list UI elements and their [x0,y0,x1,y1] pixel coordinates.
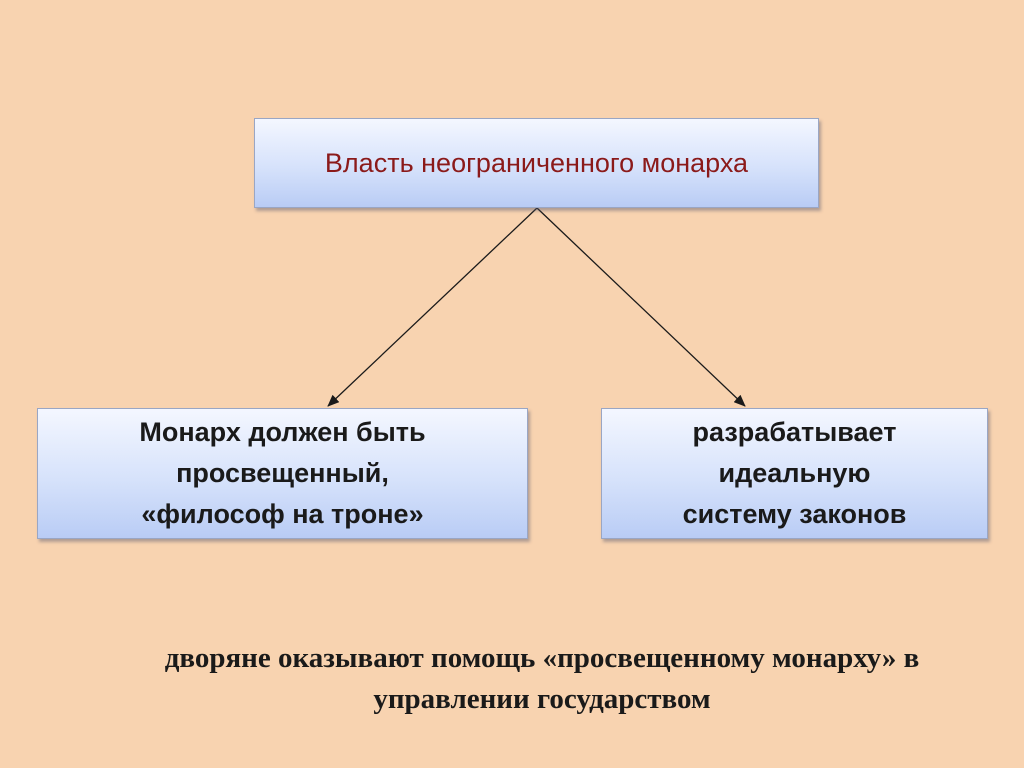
footer-text: дворяне оказывают помощь «просвещенному … [164,642,920,715]
top-box-label: Власть неограниченного монарха [324,147,749,178]
right-box-label: разрабатывает идеальную систему законов [682,417,907,529]
left-box-label: Монарх должен быть просвещенный, «филосо… [139,417,426,529]
arrow-to-right-box [536,207,746,407]
ideal-laws-box: разрабатывает идеальную систему законов [601,408,988,539]
arrow-to-left-box [327,207,538,407]
unlimited-monarch-power-box: Власть неограниченного монарха [254,118,819,208]
enlightened-monarch-box: Монарх должен быть просвещенный, «филосо… [37,408,528,539]
